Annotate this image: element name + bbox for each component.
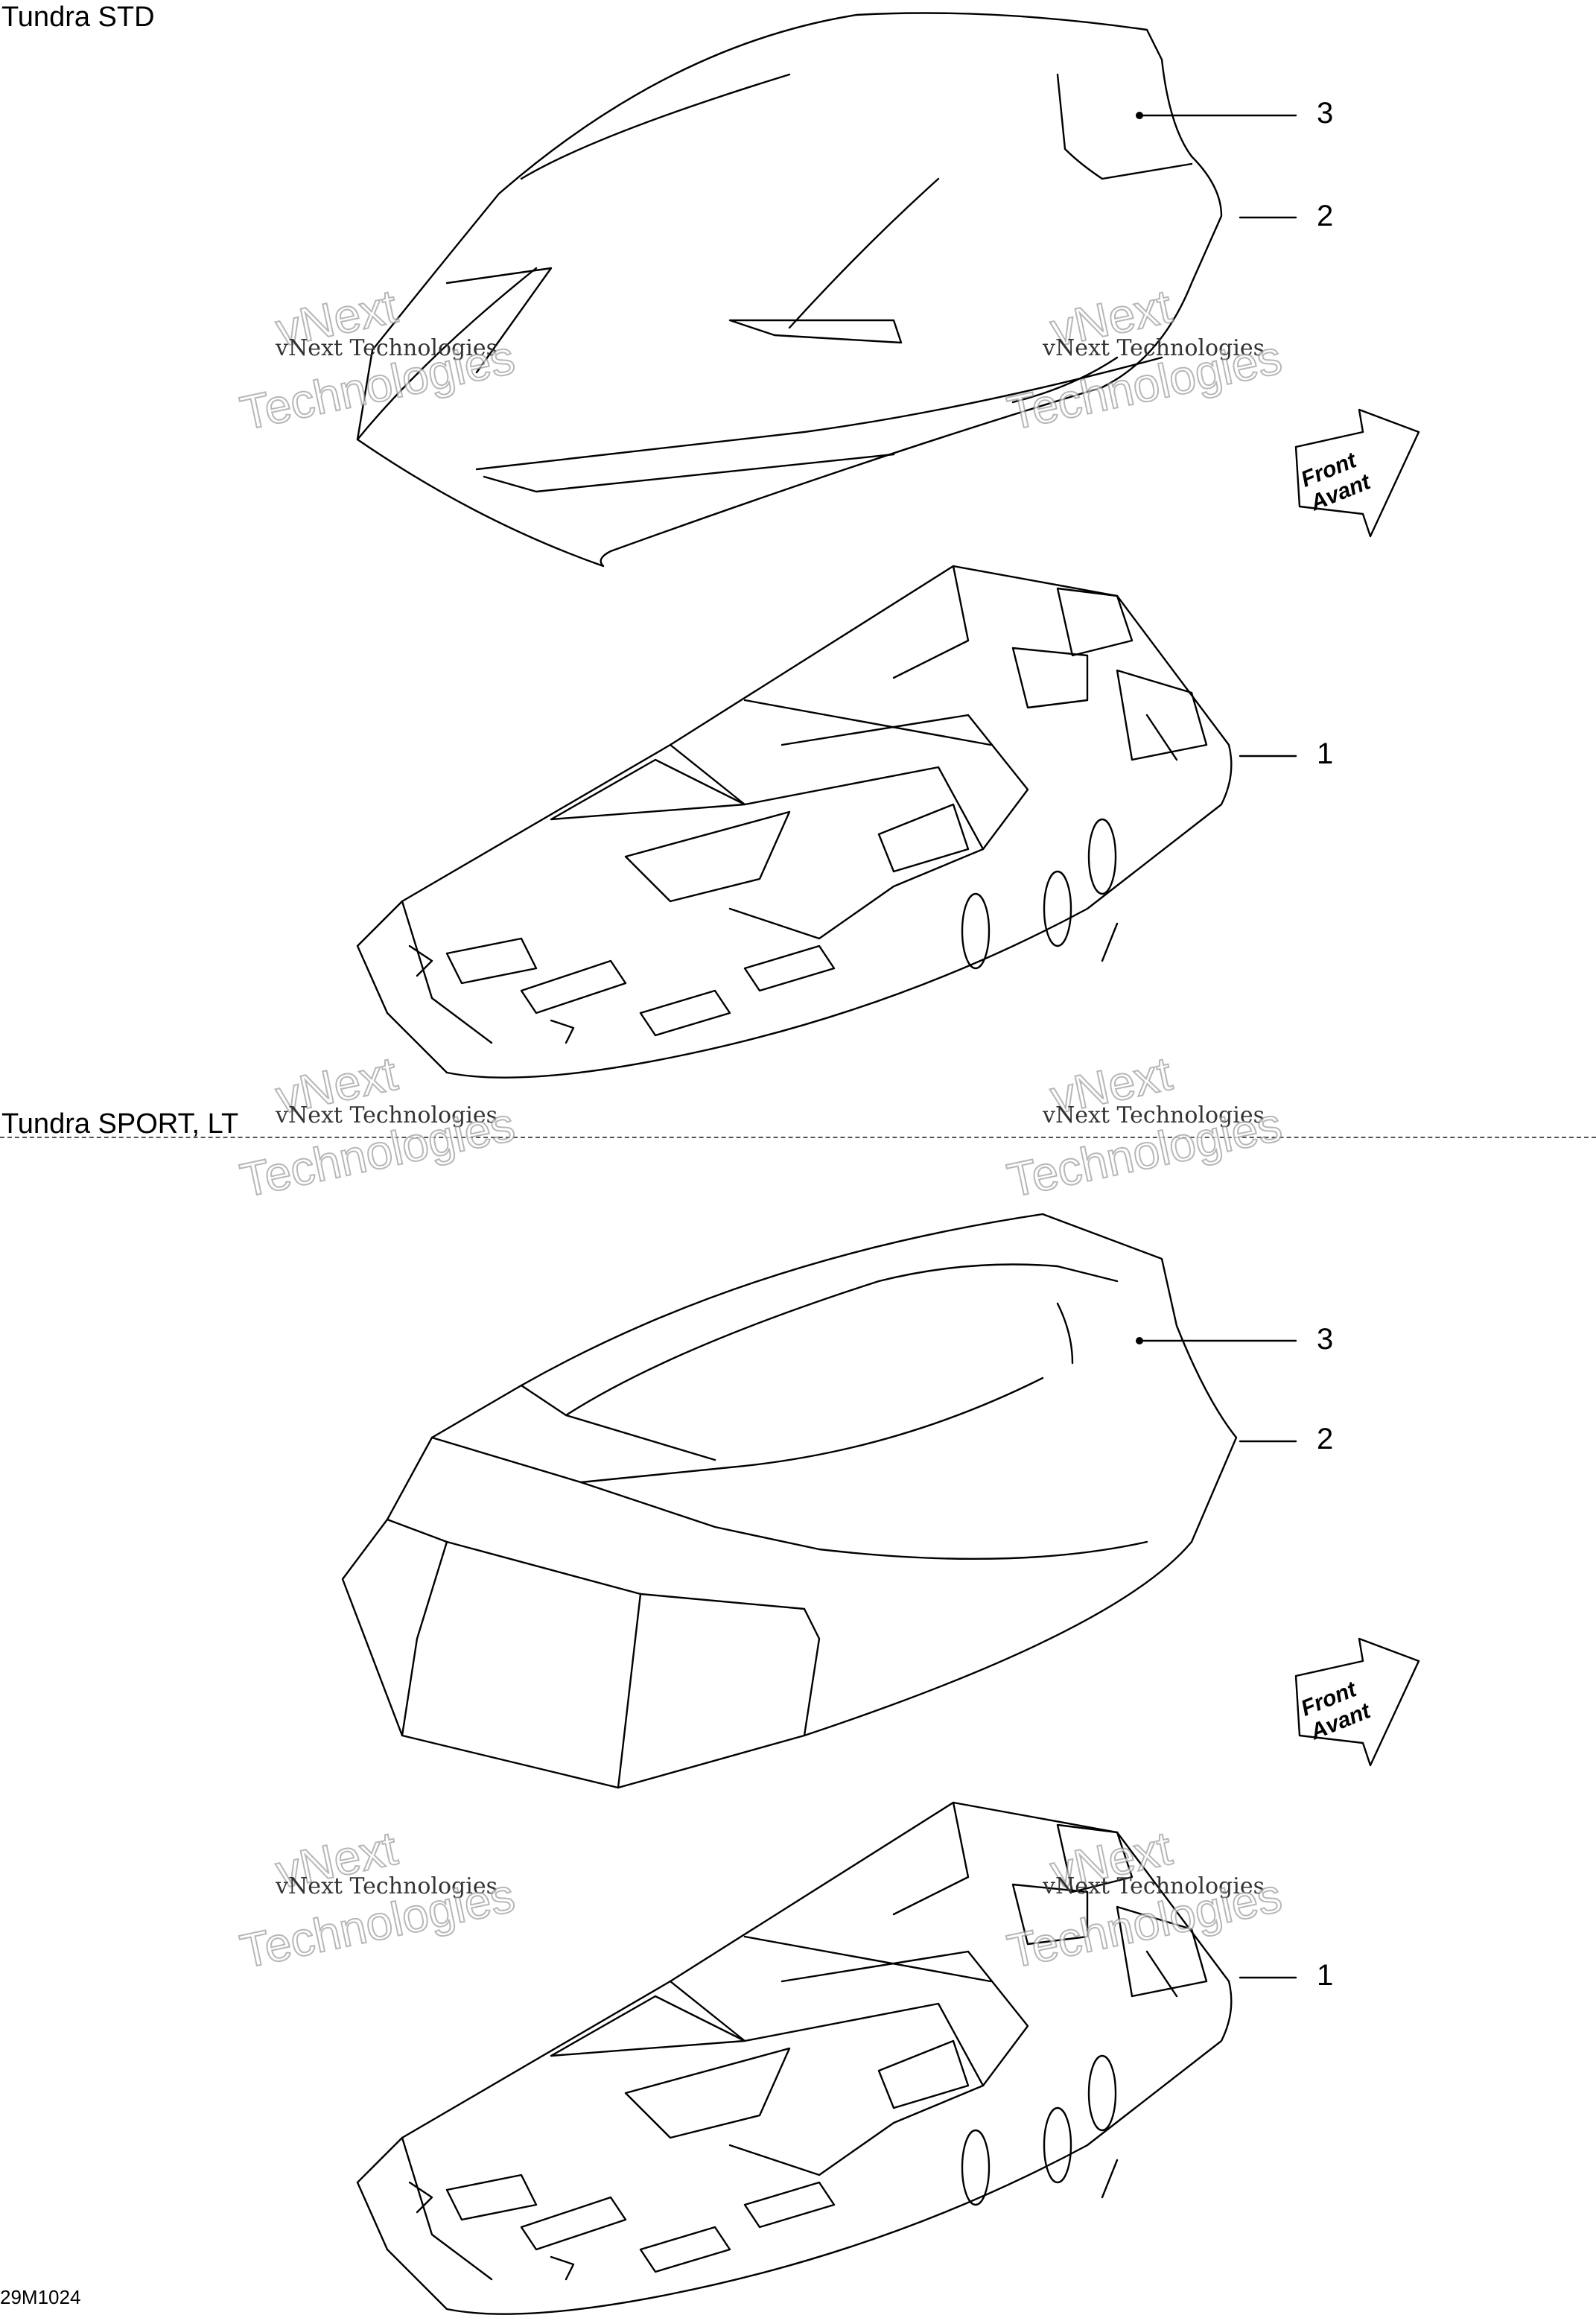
leader-lines-sport [1136, 1337, 1297, 1979]
leader-lines-std [1136, 112, 1297, 758]
section-divider [0, 1137, 1596, 1138]
callout-std-2: 2 [1317, 200, 1334, 232]
callout-std-3: 3 [1317, 97, 1334, 130]
callout-sport-3: 3 [1317, 1323, 1334, 1356]
watermark-text: vNext Technologies [276, 1873, 498, 1899]
front-arrow-std [1294, 408, 1420, 538]
watermark-text: vNext Technologies [1043, 335, 1265, 361]
callout-sport-1: 1 [1317, 1959, 1334, 1992]
std-seat-base [356, 565, 1233, 1079]
sport-seat-base [356, 1801, 1233, 2315]
sport-seat-cover [341, 1213, 1238, 1789]
watermark-text: vNext Technologies [276, 1102, 498, 1128]
watermark-text: vNext Technologies [1043, 1102, 1265, 1128]
callout-std-1: 1 [1317, 737, 1334, 770]
callout-sport-2: 2 [1317, 1423, 1334, 1455]
watermark-text: vNext Technologies [1043, 1873, 1265, 1899]
watermark-text: vNext Technologies [276, 335, 498, 361]
section-title-sport: Tundra SPORT, LT [1, 1108, 239, 1140]
section-title-std: Tundra STD [1, 1, 155, 33]
front-arrow-sport [1294, 1637, 1420, 1767]
std-seat-cover [356, 12, 1223, 568]
drawing-code: 29M1024 [0, 2286, 81, 2308]
